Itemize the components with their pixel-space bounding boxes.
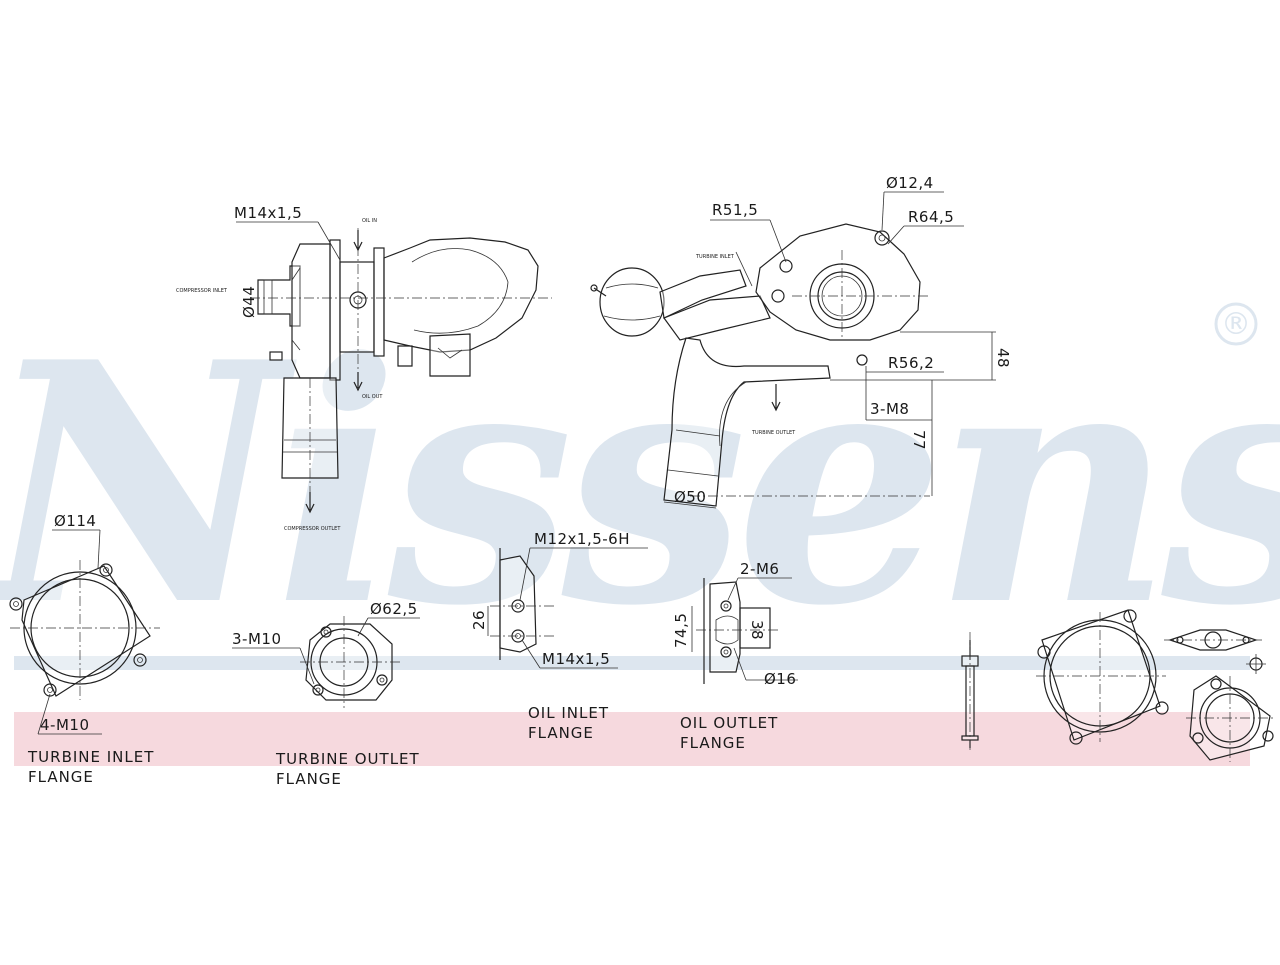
turbine-inlet-flange: Ø114 4-M10 TURBINE INLET FLANGE (9, 512, 160, 786)
dim-front-v2: 77 (910, 430, 928, 450)
label-oil-inlet-2: FLANGE (528, 724, 594, 742)
turbine-inlet-gasket (1036, 609, 1169, 745)
dim-front-3m8: 3-M8 (870, 400, 909, 418)
dim-front-r515: R51,5 (712, 201, 758, 219)
front-outlet-pipe (663, 337, 831, 507)
dim-oil-out-745: 74,5 (672, 613, 690, 648)
stud-bolt (961, 632, 979, 752)
dim-outlet-d625: Ø62,5 (370, 600, 418, 618)
dim-inlet-4m10: 4-M10 (40, 716, 90, 734)
dim-oil-out-2m6: 2-M6 (740, 560, 779, 578)
center-plate (329, 239, 341, 381)
side-view: M14x1,5 Ø44 COMPRESSOR INLET OIL IN OIL … (176, 204, 552, 532)
watermark-band (14, 712, 1250, 766)
turbine-outlet-flange: Ø62,5 3-M10 TURBINE OUTLET FLANGE (232, 600, 420, 788)
oil-gasket (1164, 629, 1266, 674)
dim-front-d124: Ø12,4 (886, 174, 934, 192)
dim-oil-in-m12: M12x1,5-6H (534, 530, 630, 548)
label-turbine-outlet-1: TURBINE OUTLET (275, 750, 420, 768)
dim-side-m14: M14x1,5 (234, 204, 302, 222)
label-turbine-inlet-2: FLANGE (28, 768, 94, 786)
watermark-brand: Nissens (0, 290, 1280, 678)
dim-oil-out-38: 38 (748, 620, 766, 640)
watermark-line (14, 656, 1250, 670)
note-compressor-inlet: COMPRESSOR INLET (176, 288, 228, 294)
dim-front-r645: R64,5 (908, 208, 954, 226)
registered-mark-ring (1214, 302, 1258, 346)
dim-oil-in-26: 26 (470, 610, 488, 630)
label-oil-outlet-2: FLANGE (680, 734, 746, 752)
dim-inlet-d114: Ø114 (54, 512, 96, 530)
gasket-set (961, 609, 1276, 762)
oil-inlet-flange: 26 M12x1,5-6H M14x1,5 OIL INLET FLANGE (470, 530, 648, 742)
compressor-body (291, 243, 331, 379)
note-oil-in: OIL IN (362, 218, 377, 224)
dim-oil-in-m14: M14x1,5 (542, 650, 610, 668)
label-turbine-inlet-1: TURBINE INLET (27, 748, 154, 766)
note-turbine-inlet: TURBINE INLET (695, 254, 735, 260)
note-oil-out: OIL OUT (362, 394, 383, 400)
label-oil-outlet-1: OIL OUTLET (680, 714, 778, 732)
registered-mark: ® (1221, 307, 1251, 342)
dim-front-v1: 48 (994, 348, 1012, 368)
dim-outlet-3m10: 3-M10 (232, 630, 282, 648)
turbine-outlet-gasket (1186, 675, 1276, 762)
dim-oil-out-d16: Ø16 (764, 670, 796, 688)
oil-outlet-flange: 74,5 38 2-M6 Ø16 OIL OUTLET FLANGE (672, 560, 798, 752)
dim-front-d50: Ø50 (674, 488, 706, 506)
front-view: TURBINE OUTLET TURBINE INLET R51,5 Ø12,4… (590, 174, 1012, 509)
note-turbine-outlet: TURBINE OUTLET (751, 430, 796, 436)
note-compressor-outlet: COMPRESSOR OUTLET (284, 526, 341, 532)
watermark: Nissens ® (0, 290, 1280, 766)
wastegate-actuator (599, 267, 665, 337)
label-oil-inlet-1: OIL INLET (528, 704, 609, 722)
dim-front-r562: R56,2 (888, 354, 934, 372)
label-turbine-outlet-2: FLANGE (276, 770, 342, 788)
front-volute (755, 223, 921, 341)
dim-side-dia44: Ø44 (240, 286, 258, 318)
